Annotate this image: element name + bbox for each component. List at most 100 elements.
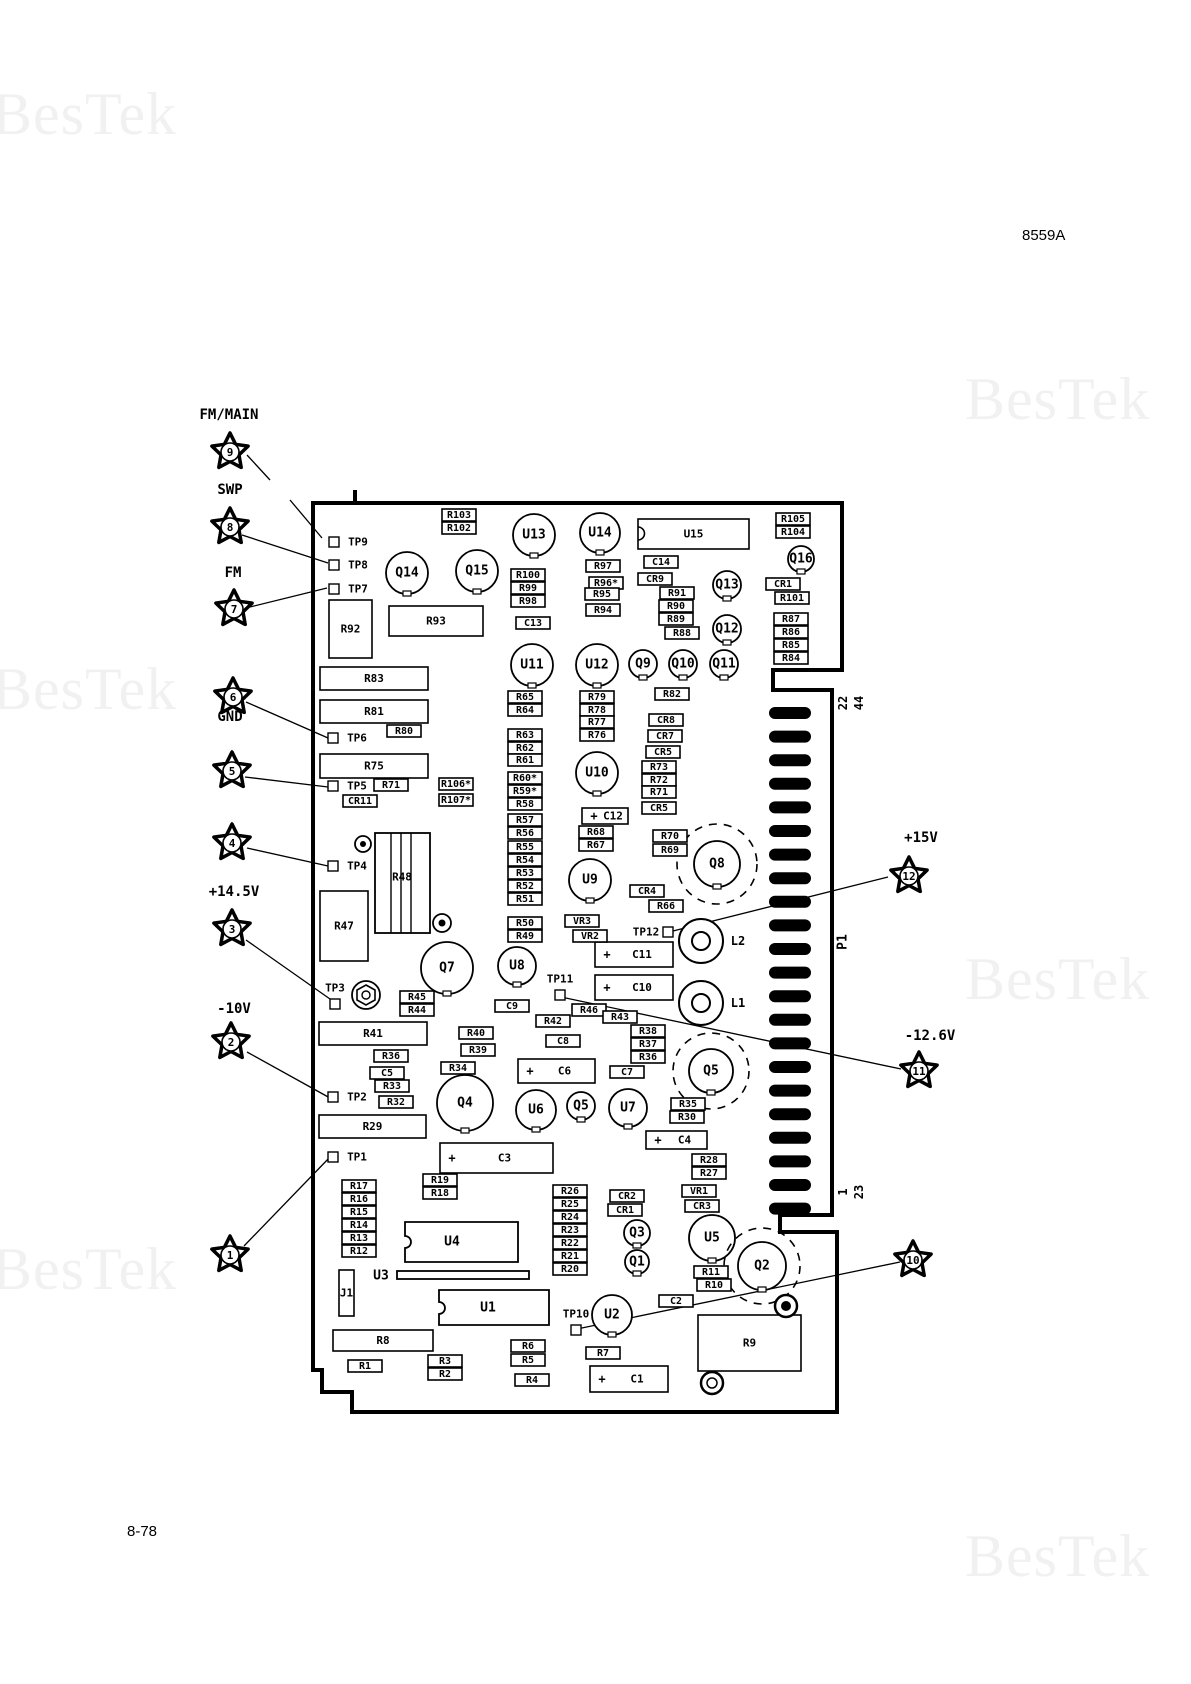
- orientation-tab: [623, 1123, 633, 1130]
- test-point-label: TP11: [547, 973, 574, 986]
- callout-label-9: FM/MAIN: [199, 407, 258, 423]
- star-inner-circle: [222, 761, 242, 781]
- connector-finger: [769, 1037, 811, 1050]
- heatsink-outline: [723, 1227, 801, 1305]
- star-inner-circle: [222, 919, 242, 939]
- connector-name: P1: [836, 934, 851, 950]
- test-point-label: TP12: [633, 926, 660, 939]
- part-l2: L2: [678, 918, 745, 964]
- part-body: [552, 1184, 588, 1198]
- part-r95: R95: [584, 587, 620, 601]
- part-q16: Q16: [787, 545, 815, 575]
- leader-line: [289, 499, 323, 539]
- part-r19: R19: [422, 1173, 458, 1187]
- part-cr1: CR1: [607, 1203, 643, 1217]
- part-cr5: CR5: [641, 801, 677, 815]
- part-label: CR5: [650, 803, 668, 814]
- part-r23: R23: [552, 1223, 588, 1237]
- part-c14: C14: [643, 555, 679, 569]
- part-label: Q7: [439, 961, 455, 976]
- part-label: R66: [657, 901, 675, 912]
- part-r77: R77: [579, 715, 615, 729]
- part-body: [507, 690, 543, 704]
- part-r54: R54: [507, 853, 543, 867]
- part-r55: R55: [507, 840, 543, 854]
- part-label: R9: [743, 1337, 756, 1350]
- orientation-tab: [707, 1257, 717, 1264]
- part-body: [658, 1294, 694, 1308]
- part-label: R71: [650, 787, 668, 798]
- part-body: [572, 929, 608, 943]
- callout-number: 5: [229, 765, 236, 778]
- part-body: [507, 853, 543, 867]
- star-inner-circle: [220, 517, 240, 537]
- callout-star-6: 6: [213, 676, 253, 715]
- part-q1: Q1: [624, 1249, 650, 1277]
- part-label: CR4: [638, 886, 656, 897]
- polarity-mark: +: [603, 948, 610, 962]
- part-label: R73: [650, 762, 668, 773]
- part-body: [637, 518, 750, 550]
- part-body: [347, 1359, 383, 1373]
- part-body: [374, 832, 431, 934]
- part-label: Q13: [715, 578, 738, 593]
- orientation-tab: [607, 1331, 617, 1338]
- orientation-tab: [722, 595, 732, 602]
- callout-number: 7: [231, 603, 238, 616]
- part-r100: R100: [510, 568, 546, 582]
- part-r11: R11: [693, 1265, 729, 1279]
- part-label: Q12: [715, 622, 738, 637]
- part-label: R81: [364, 705, 384, 718]
- part-c12: +C12: [581, 807, 629, 825]
- test-point-tp7: TP7: [328, 583, 368, 596]
- part-r53: R53: [507, 866, 543, 880]
- part-r34: R34: [440, 1061, 476, 1075]
- part-label: VR1: [690, 1186, 708, 1197]
- part-r2: R2: [427, 1367, 463, 1381]
- callout-star-10: 10: [893, 1239, 933, 1278]
- part-r46: R46: [571, 1003, 607, 1017]
- part-label: R36: [639, 1052, 657, 1063]
- callout-number: 10: [906, 1254, 919, 1267]
- part-c11: +C11: [594, 941, 674, 968]
- part-label: R56: [516, 828, 534, 839]
- test-point-pad: [327, 1091, 339, 1103]
- part-r39: R39: [460, 1043, 496, 1057]
- part-r90: R90: [658, 599, 694, 613]
- part-label: R11: [702, 1267, 720, 1278]
- part-label: C12: [603, 810, 623, 823]
- part-body: [579, 728, 615, 742]
- connector-finger: [769, 754, 811, 767]
- part-label: R6: [522, 1341, 534, 1352]
- part-body: [696, 1278, 732, 1292]
- part-r7: R7: [585, 1346, 621, 1360]
- part-body: [607, 1203, 643, 1217]
- part-label: R87: [782, 614, 800, 625]
- part-body: [652, 843, 688, 857]
- part-body: [515, 616, 551, 630]
- part-label: R12: [350, 1246, 368, 1257]
- part-label: R27: [700, 1168, 718, 1179]
- part-label: R23: [561, 1225, 579, 1236]
- part-body: [341, 1205, 377, 1219]
- part-body: [684, 1199, 720, 1213]
- callout-star-12: 12: [889, 855, 929, 894]
- part-label: R91: [668, 588, 686, 599]
- part-label: R21: [561, 1251, 579, 1262]
- part-body: [507, 866, 543, 880]
- part-body: [659, 586, 695, 600]
- part-r12: R12: [341, 1244, 377, 1258]
- part-u4: U4: [404, 1221, 519, 1263]
- part-r27: R27: [691, 1166, 727, 1180]
- part-label: R41: [363, 1027, 383, 1040]
- part-body: [681, 1184, 717, 1198]
- part-body: [552, 1262, 588, 1276]
- part-body: [507, 813, 543, 827]
- part-r66: R66: [648, 899, 684, 913]
- part-label: CR1: [616, 1205, 634, 1216]
- part-label: R29: [363, 1120, 383, 1133]
- orientation-tab: [719, 674, 729, 681]
- part-r72: R72: [641, 773, 677, 787]
- test-point-label: TP9: [348, 536, 368, 549]
